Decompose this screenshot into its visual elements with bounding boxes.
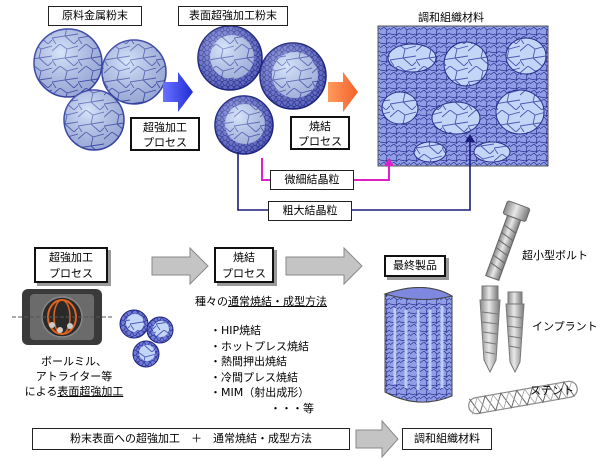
surface-powder-particle-2 <box>259 42 327 110</box>
sinter-box-top-line-2: プロセス <box>298 135 342 148</box>
surface-powder-particle-1 <box>197 25 263 91</box>
bolt-image <box>485 200 531 281</box>
ball-mill-caption-line-2: アトライター等 <box>35 370 113 383</box>
sinter-box-top-line-1: 焼結 <box>309 120 331 133</box>
bolt-label: 超小型ボルト <box>522 249 588 262</box>
sinter-box-middle: 焼結 プロセス <box>214 247 274 283</box>
final-product-box: 最終製品 <box>384 255 446 277</box>
harmonic-material-label: 調和組織材料 <box>418 11 484 24</box>
coarse-grain-arrowhead-icon <box>465 134 475 142</box>
ball-mill-caption-line-3: による表面超強加工 <box>24 385 124 398</box>
gray-arrow-1-icon <box>151 246 209 286</box>
sintered-sample-image <box>383 286 454 403</box>
method-item: ・熱間押出焼結 <box>210 355 287 368</box>
process-box-top-line-2: プロセス <box>143 136 187 149</box>
process-box-top: 超強加工 プロセス <box>130 117 200 151</box>
small-particle-1 <box>119 309 149 339</box>
surface-powder-label: 表面超強加工粉末 <box>178 6 288 26</box>
raw-powder-particle-3 <box>63 89 125 151</box>
raw-powder-particle-1 <box>33 28 103 98</box>
surface-powder-particle-3 <box>214 95 274 155</box>
raw-powder-particle-2 <box>101 39 167 105</box>
method-item: ・・・等 <box>270 401 314 415</box>
implant-image <box>479 285 525 374</box>
methods-title: 種々の通常焼結・成型方法 <box>195 295 327 308</box>
stent-label: ステント <box>530 384 574 397</box>
gray-arrow-2-icon <box>285 246 363 286</box>
small-particle-3 <box>132 340 160 368</box>
process-box-top-line-1: 超強加工 <box>143 121 187 134</box>
methods-list: ・HIP焼結 ・ホットプレス焼結 ・熱間押出焼結 ・冷間プレス焼結 ・MIM（射… <box>210 323 314 416</box>
stent-image <box>468 380 578 415</box>
summary-box: 粉末表面への超強加工 ＋ 通常焼結・成型方法 <box>32 428 350 450</box>
method-item: ・MIM（射出成形） <box>210 386 310 399</box>
coarse-grain-label: 粗大結晶粒 <box>268 201 352 221</box>
sinter-box-middle-line-1: 焼結 <box>233 251 255 264</box>
gray-arrow-3-icon <box>355 419 399 459</box>
implant-label: インプラント <box>532 320 598 333</box>
ball-mill-machine-image <box>12 289 112 345</box>
raw-powder-label: 原料金属粉末 <box>48 6 142 26</box>
process-box-middle: 超強加工 プロセス <box>34 247 108 283</box>
method-item: ・冷間プレス焼結 <box>210 370 298 384</box>
coarse-grain-connector <box>237 140 471 211</box>
orange-arrow-icon <box>328 72 358 112</box>
sinter-box-middle-line-2: プロセス <box>222 267 266 280</box>
harmonic-microstructure-image <box>377 25 549 167</box>
result-box: 調和組織材料 <box>402 428 492 450</box>
method-item: ・HIP焼結 <box>210 324 262 337</box>
fine-grain-label: 微細結晶粒 <box>270 170 354 190</box>
blue-arrow-icon <box>163 72 193 112</box>
small-particle-2 <box>146 316 174 344</box>
ball-mill-caption-line-1: ボールミル、 <box>41 355 107 368</box>
ball-mill-caption: ボールミル、 アトライター等 による表面超強加工 <box>14 354 134 399</box>
sinter-box-top: 焼結 プロセス <box>290 116 350 150</box>
process-box-middle-line-1: 超強加工 <box>49 251 93 264</box>
fine-grain-arrowhead-icon <box>384 158 394 166</box>
process-box-middle-line-2: プロセス <box>49 267 93 280</box>
method-item: ・ホットプレス焼結 <box>210 339 309 353</box>
